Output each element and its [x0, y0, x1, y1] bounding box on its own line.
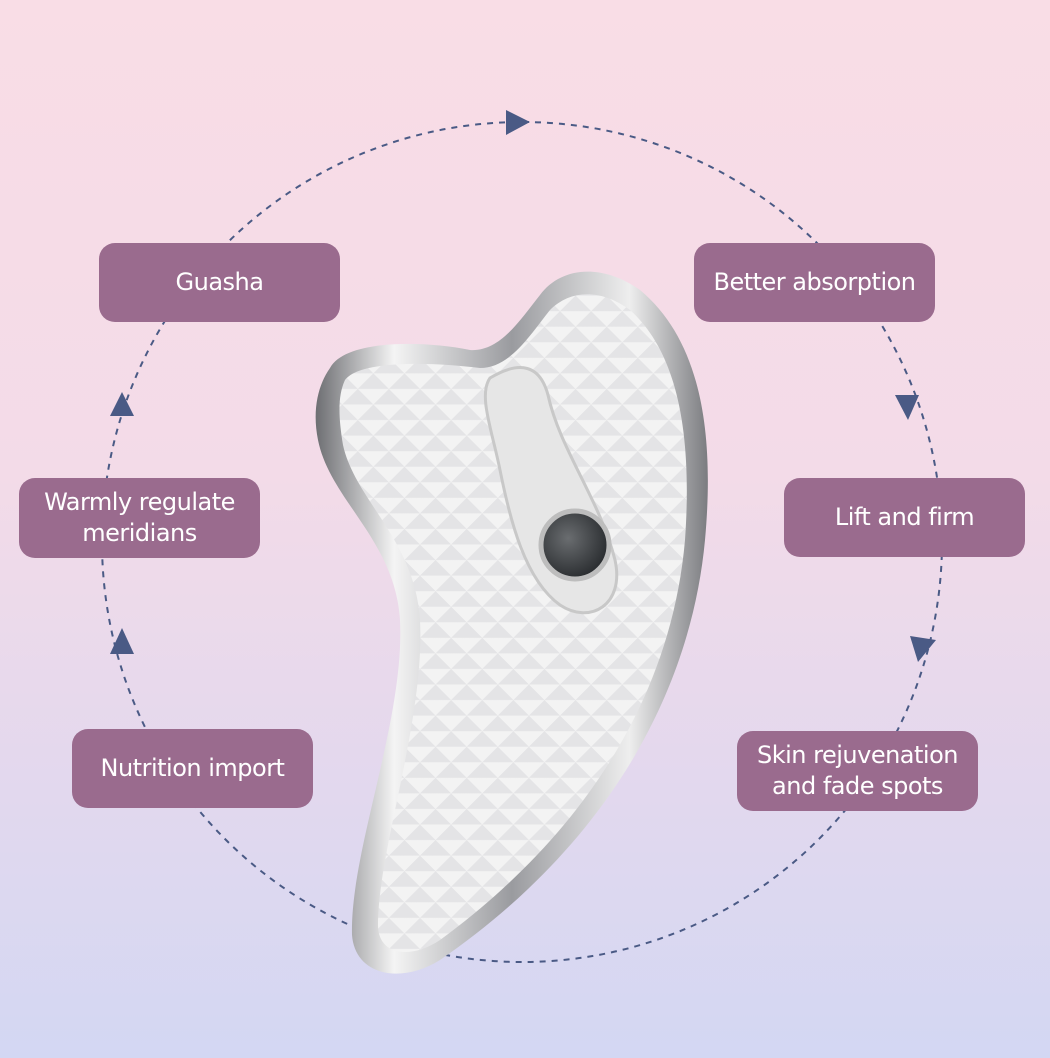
label-text: Lift and firm [834, 503, 975, 531]
arrow-up-icon [110, 628, 134, 654]
label-text: meridians [82, 519, 197, 547]
label-text: Guasha [175, 268, 264, 296]
arrow-up-icon [110, 392, 134, 416]
step-nutrition-import: Nutrition import [72, 729, 313, 808]
heating-stone [538, 508, 612, 582]
step-warmly-regulate-meridians: Warmly regulate meridians [19, 478, 260, 558]
arrow-right-icon [506, 110, 530, 135]
label-text: and fade spots [772, 772, 943, 800]
label-text: Nutrition import [100, 754, 285, 782]
label-text: Skin rejuvenation [757, 741, 958, 769]
step-skin-rejuvenation: Skin rejuvenation and fade spots [737, 731, 978, 811]
arrow-down-icon [910, 636, 936, 662]
label-text: Warmly regulate [44, 488, 235, 516]
step-guasha: Guasha [99, 243, 340, 322]
step-lift-and-firm: Lift and firm [784, 478, 1025, 557]
label-text: Better absorption [713, 268, 916, 296]
arrow-down-icon [895, 395, 919, 420]
guasha-device-image [315, 271, 708, 974]
step-better-absorption: Better absorption [694, 243, 935, 322]
